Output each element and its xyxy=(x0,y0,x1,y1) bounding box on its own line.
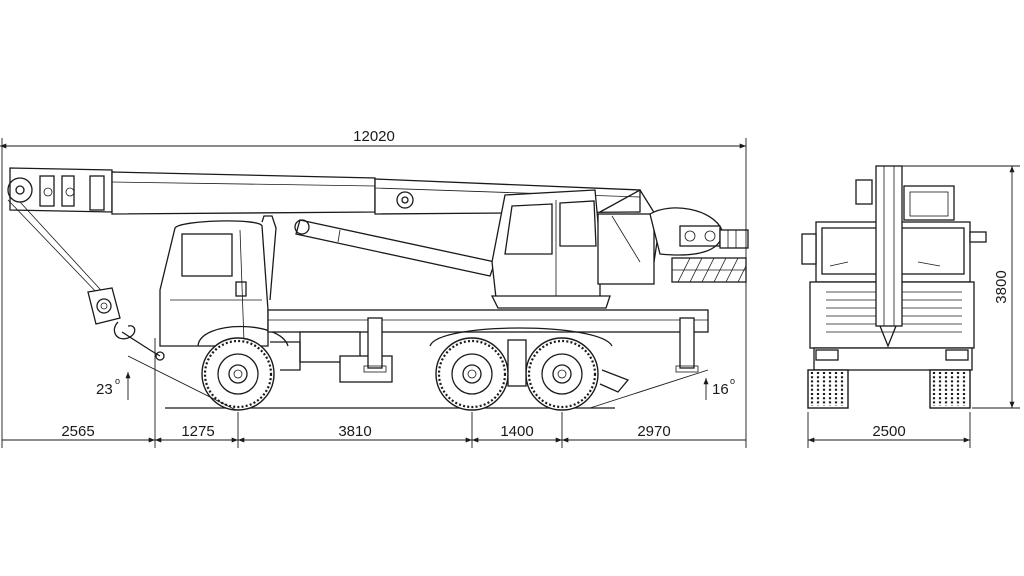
overall-length-label: 12020 xyxy=(353,128,395,145)
approach-angle-label: 23 xyxy=(96,381,113,398)
front-overhang-label: 2565 xyxy=(61,423,94,440)
crane-cabin xyxy=(491,189,749,299)
rear-axle-spacing-label: 1400 xyxy=(500,423,533,440)
width-label: 2500 xyxy=(872,423,905,440)
dimension-lines xyxy=(0,138,1020,448)
axle-bogie xyxy=(507,339,527,387)
front-wheel xyxy=(201,337,275,411)
side-view xyxy=(7,167,749,411)
chassis-frame xyxy=(267,309,709,393)
turntable xyxy=(490,295,611,309)
departure-angle-label: 16 xyxy=(712,381,729,398)
departure-degree-mark: o xyxy=(730,376,735,386)
front-view xyxy=(801,165,987,409)
luffing-cylinder xyxy=(294,219,496,277)
wheelbase-label: 3810 xyxy=(338,423,371,440)
front-axle-offset-label: 1275 xyxy=(181,423,214,440)
approach-degree-mark: o xyxy=(115,376,120,386)
rear-wheel-2 xyxy=(525,337,599,411)
rear-wheel-1 xyxy=(435,337,509,411)
rear-overhang-label: 2970 xyxy=(637,423,670,440)
hook-block xyxy=(87,287,165,361)
height-label: 3800 xyxy=(993,270,1010,303)
